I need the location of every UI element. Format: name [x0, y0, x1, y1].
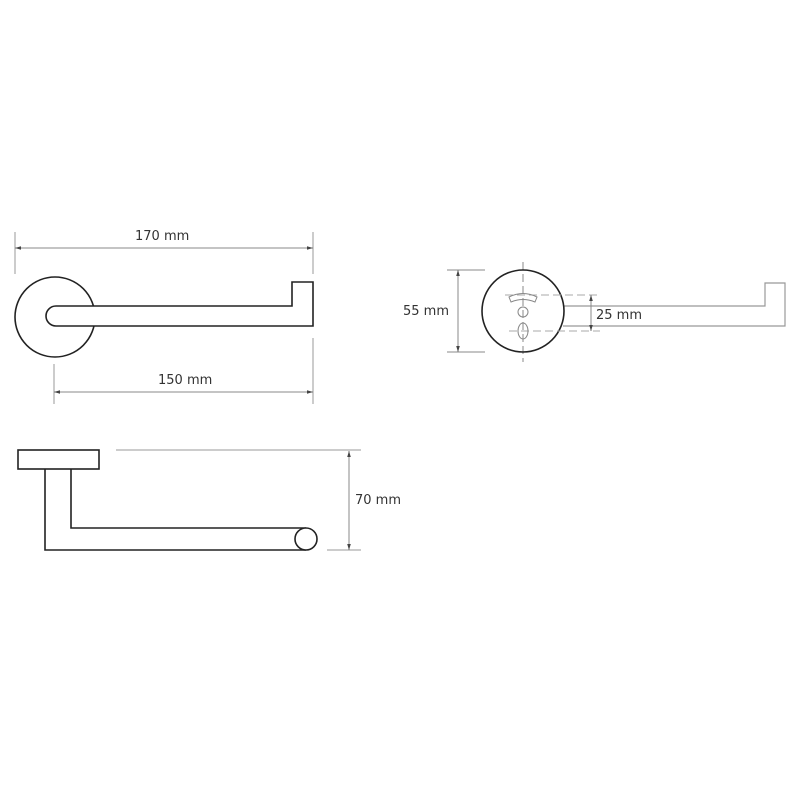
holder-arm-side: [44, 469, 306, 551]
dim-label-170: 170 mm: [135, 229, 190, 244]
mounting-oval: [517, 322, 529, 340]
top-view: [14, 232, 314, 404]
dim-label-55: 55 mm: [403, 304, 450, 319]
wall-plate: [481, 269, 565, 353]
dim-label-70: 70 mm: [355, 493, 402, 508]
holder-arm-hidden: [563, 282, 786, 327]
mounting-slot: [508, 293, 538, 303]
back-view: [447, 262, 786, 362]
dim-label-150: 150 mm: [158, 373, 213, 388]
mounting-hole: [517, 306, 529, 318]
holder-arm: [45, 281, 314, 327]
side-view: [17, 449, 361, 551]
dim-label-25: 25 mm: [596, 308, 643, 323]
arm-end-cap: [294, 527, 318, 551]
wall-plate-side: [17, 449, 100, 470]
